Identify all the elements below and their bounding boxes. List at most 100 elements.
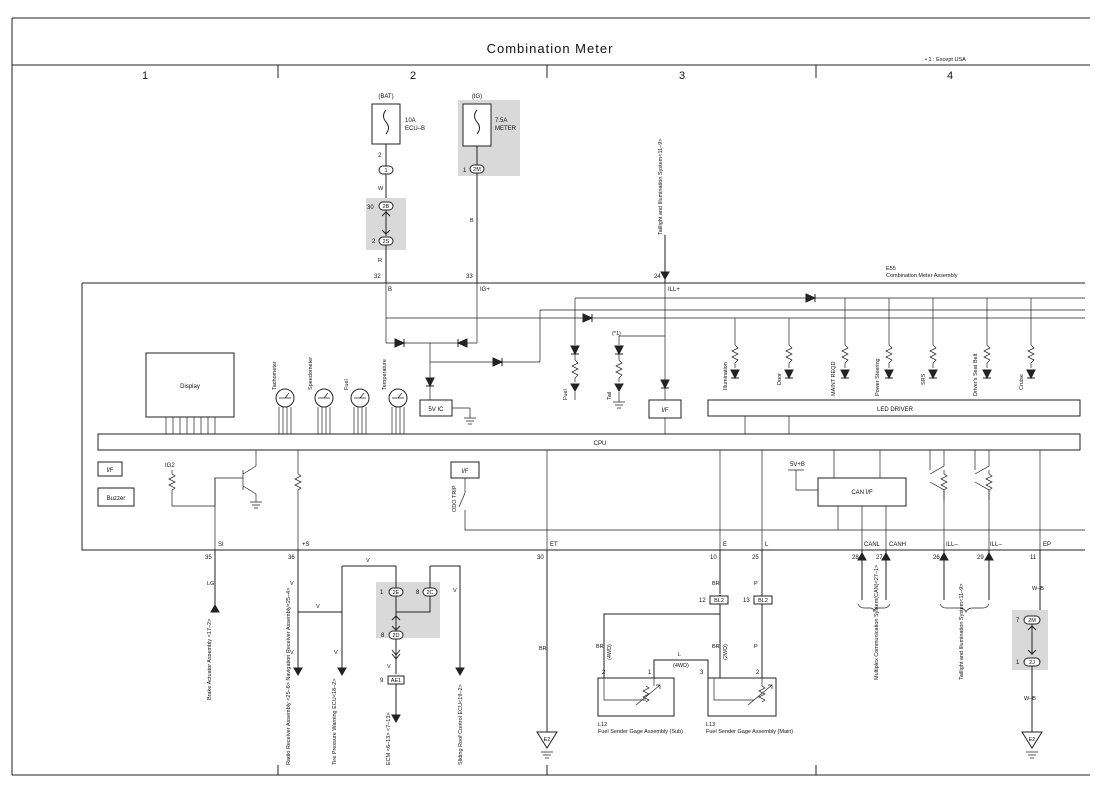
svg-text:L13: L13	[706, 722, 715, 728]
led-lamps: Illumination Door MAINT REQD Power Steer…	[723, 298, 1036, 396]
svg-text:Illumination: Illumination	[723, 362, 729, 390]
svg-text:Tail: Tail	[607, 392, 613, 400]
svg-text:7: 7	[1016, 618, 1020, 624]
svg-text:2M: 2M	[473, 167, 481, 173]
label-multiplex: Multiplex Communication System(CAN)<27–1…	[874, 565, 880, 680]
svg-text:SI: SI	[218, 542, 224, 548]
svg-text:(4WD): (4WD)	[673, 663, 689, 669]
svg-text:E2: E2	[1029, 737, 1036, 743]
can-if	[817, 477, 907, 507]
svg-text:1: 1	[384, 168, 387, 174]
svg-text:CPU: CPU	[594, 441, 607, 447]
svg-text:35: 35	[205, 555, 212, 561]
svg-text:+S: +S	[302, 542, 310, 548]
svg-text:32: 32	[374, 274, 381, 280]
svg-text:SRS: SRS	[921, 373, 927, 385]
lamp-tail: (*1) Tail	[607, 331, 665, 409]
svg-text:METER: METER	[495, 126, 517, 132]
gauge-speedometer: Speedometer	[308, 357, 334, 434]
svg-text:Fuel Sender Gage Assembly (Sub: Fuel Sender Gage Assembly (Sub)	[598, 729, 683, 735]
svg-text:L: L	[678, 652, 681, 658]
svg-text:P: P	[754, 581, 758, 587]
fuel-sender-sub	[597, 677, 675, 717]
svg-text:2S: 2S	[383, 239, 390, 245]
svg-text:Door: Door	[777, 373, 783, 385]
svg-text:Fuel Sender Gage Assembly (Mai: Fuel Sender Gage Assembly (Main)	[706, 729, 793, 735]
svg-text:2: 2	[372, 239, 376, 245]
svg-text:ET: ET	[550, 542, 558, 548]
fuse-ecu-b: (BAT) 10A ECU–B	[371, 94, 425, 145]
gauge-tachometer: Tachometer	[272, 361, 295, 434]
svg-text:I/F: I/F	[107, 468, 114, 474]
svg-text:8: 8	[416, 590, 420, 596]
svg-text:I/F: I/F	[662, 408, 669, 414]
svg-text:B: B	[388, 287, 392, 293]
svg-text:L: L	[765, 542, 769, 548]
svg-text:P: P	[754, 644, 758, 650]
svg-text:Fuel: Fuel	[344, 379, 350, 390]
svg-text:30: 30	[537, 555, 544, 561]
svg-text:LED DRIVER: LED DRIVER	[877, 407, 914, 413]
svg-text:29: 29	[977, 555, 984, 561]
svg-text:BL2: BL2	[714, 598, 724, 604]
display	[145, 352, 235, 418]
svg-text:27: 27	[876, 555, 883, 561]
label-tire-pressure: Tire Pressure Warning ECU<18–2>	[332, 679, 338, 765]
svg-text:2C: 2C	[426, 590, 433, 596]
gauge-temperature: Temperature	[382, 359, 408, 434]
svg-text:BR: BR	[712, 581, 720, 587]
svg-text:LG: LG	[207, 581, 214, 587]
svg-text:ECU–B: ECU–B	[405, 126, 425, 132]
svg-text:Power Steering: Power Steering	[875, 358, 881, 396]
svg-text:V: V	[366, 558, 370, 564]
svg-text:5V IC: 5V IC	[428, 407, 444, 413]
svg-text:Display: Display	[180, 384, 200, 390]
svg-text:BR: BR	[596, 644, 604, 650]
svg-text:ILL–: ILL–	[946, 542, 958, 548]
svg-text:2: 2	[602, 670, 606, 676]
label-taillight-top: Taillight and Illumination System<11–9>	[658, 138, 664, 235]
svg-text:I/F: I/F	[462, 469, 469, 475]
svg-text:CANH: CANH	[889, 542, 906, 548]
odo-trip-switch-label: ODO TRIP	[452, 485, 458, 512]
label-taillight-bottom: Taillight and Illumination System<11–9>	[959, 583, 965, 680]
svg-text:ILL+: ILL+	[668, 287, 680, 293]
svg-text:V: V	[290, 581, 294, 587]
svg-text:Fuel: Fuel	[563, 389, 569, 400]
buzzer	[97, 487, 135, 507]
assembly-name: Combination Meter Assembly	[886, 273, 958, 279]
svg-text:8: 8	[381, 633, 385, 639]
svg-text:9: 9	[380, 678, 384, 684]
svg-text:R: R	[378, 258, 382, 264]
svg-text:Temperature: Temperature	[382, 359, 388, 390]
svg-text:Speedometer: Speedometer	[308, 357, 314, 390]
svg-text:ILL–: ILL–	[990, 542, 1002, 548]
svg-text:V: V	[387, 664, 391, 670]
svg-text:V: V	[290, 650, 294, 656]
svg-text:IG+: IG+	[480, 287, 490, 293]
svg-text:24: 24	[654, 274, 661, 280]
svg-text:2: 2	[378, 153, 382, 159]
fuel-sender-main	[707, 677, 777, 717]
svg-text:E2: E2	[544, 737, 551, 743]
5v-b-label: 5V+B	[790, 462, 805, 468]
label-sliding-roof: Sliding Roof Control ECU<19–2>	[458, 684, 464, 765]
ig2-label: IG2	[165, 463, 175, 469]
svg-text:33: 33	[466, 274, 473, 280]
transistor-ill-2	[974, 450, 990, 550]
transistor-ill-1	[929, 450, 945, 550]
svg-text:MAINT REQD: MAINT REQD	[831, 362, 837, 396]
svg-text:26: 26	[933, 555, 940, 561]
ground-e2-right	[1021, 731, 1043, 749]
footnote: • 1 : Except USA	[925, 57, 966, 63]
svg-text:Cruise: Cruise	[1019, 374, 1025, 390]
svg-text:CANL: CANL	[864, 542, 881, 548]
svg-text:(4WD): (4WD)	[607, 644, 613, 660]
cpu	[97, 433, 1081, 451]
svg-text:BR: BR	[712, 644, 720, 650]
svg-text:V: V	[453, 588, 457, 594]
svg-text:(BAT): (BAT)	[378, 94, 393, 100]
label-ecm: ECM <6–13> <7–13>	[386, 712, 392, 765]
svg-text:(IG): (IG)	[472, 94, 482, 100]
